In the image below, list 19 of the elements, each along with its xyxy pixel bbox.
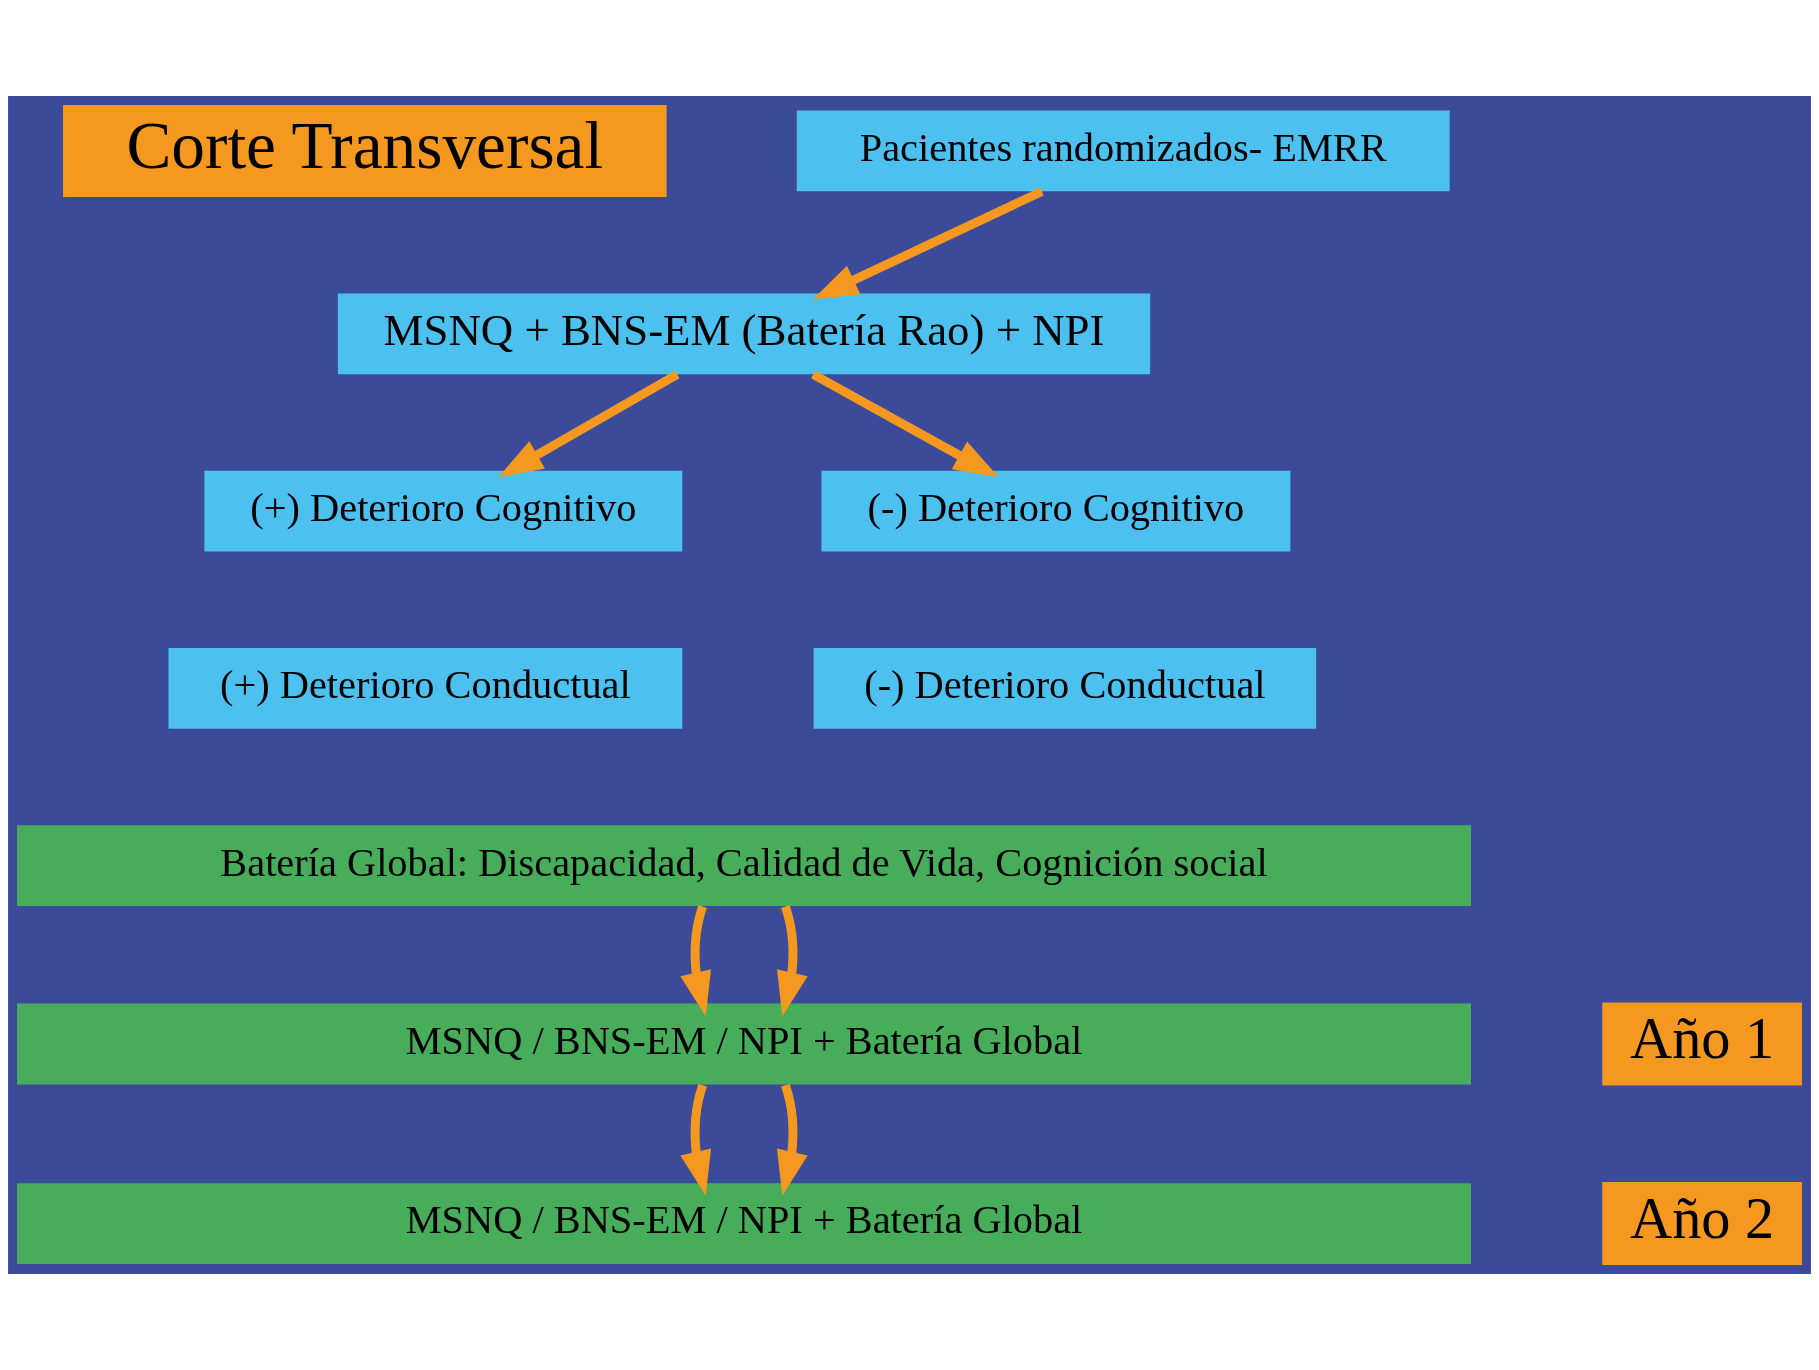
arrow bbox=[776, 1083, 808, 1196]
node-box: (+) Deterioro Cognitivo bbox=[204, 470, 683, 552]
arrow bbox=[811, 370, 999, 478]
node-box: MSNQ / BNS-EM / NPI + Batería Global bbox=[17, 1183, 1471, 1264]
node-box: MSNQ / BNS-EM / NPI + Batería Global bbox=[17, 1003, 1471, 1085]
arrow bbox=[680, 1083, 712, 1196]
node-box: Pacientes randomizados- EMRR bbox=[796, 110, 1450, 192]
arrow bbox=[812, 187, 1044, 300]
node-box: (-) Deterioro Cognitivo bbox=[821, 470, 1291, 552]
node-box: (-) Deterioro Conductual bbox=[813, 648, 1317, 729]
node-box: (+) Deterioro Conductual bbox=[168, 648, 683, 729]
arrow bbox=[498, 370, 680, 478]
arrow bbox=[680, 905, 711, 1017]
node-box: Corte Transversal bbox=[63, 105, 667, 197]
node-box: Año 1 bbox=[1602, 1002, 1802, 1086]
node-box: MSNQ + BNS-EM (Batería Rao) + NPI bbox=[337, 293, 1151, 375]
node-box: Batería Global: Discapacidad, Calidad de Vida, Cognición social bbox=[17, 825, 1471, 906]
node-box: Año 2 bbox=[1602, 1182, 1802, 1265]
arrow bbox=[777, 905, 808, 1017]
